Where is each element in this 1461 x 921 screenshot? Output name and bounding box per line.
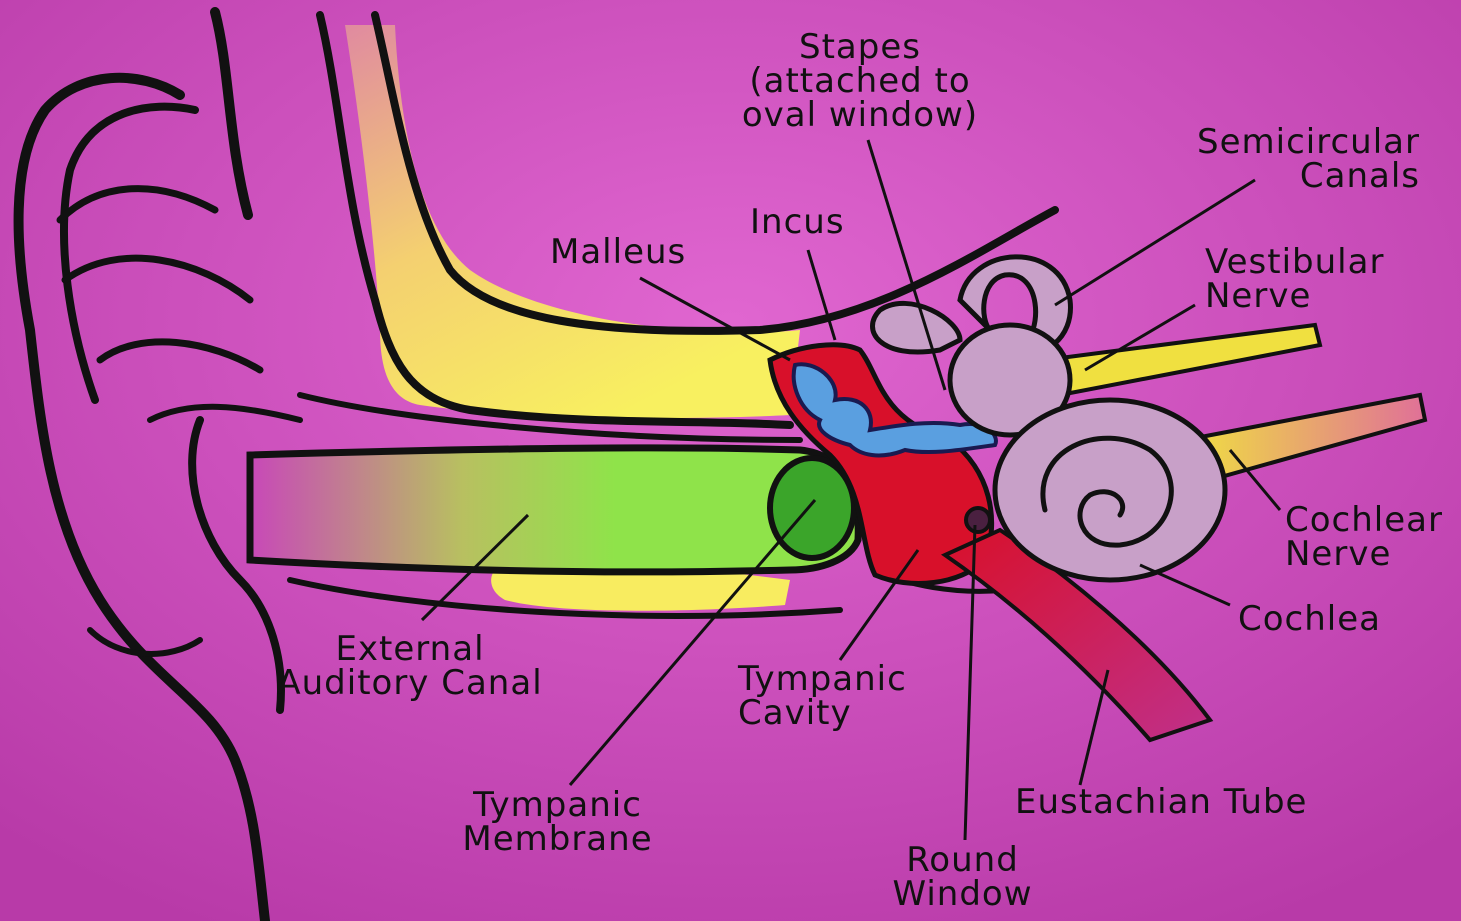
label-eustachian-tube: Eustachian Tube <box>1015 785 1307 819</box>
round-window <box>966 508 990 532</box>
label-cochlear-nerve: Cochlear Nerve <box>1285 503 1443 571</box>
label-semicircular-canals: Semicircular Canals <box>1130 125 1420 193</box>
external-auditory-canal <box>250 448 858 572</box>
label-malleus: Malleus <box>550 235 686 269</box>
label-incus: Incus <box>750 205 845 239</box>
label-stapes: Stapes (attached to oval window) <box>730 30 990 132</box>
label-cochlea: Cochlea <box>1238 602 1381 636</box>
label-round-window: Round Window <box>880 843 1045 911</box>
label-external-auditory-canal: External Auditory Canal <box>265 632 555 700</box>
label-vestibular-nerve: Vestibular Nerve <box>1205 245 1384 313</box>
label-tympanic-membrane: Tympanic Membrane <box>440 788 675 856</box>
label-tympanic-cavity: Tympanic Cavity <box>738 662 907 730</box>
